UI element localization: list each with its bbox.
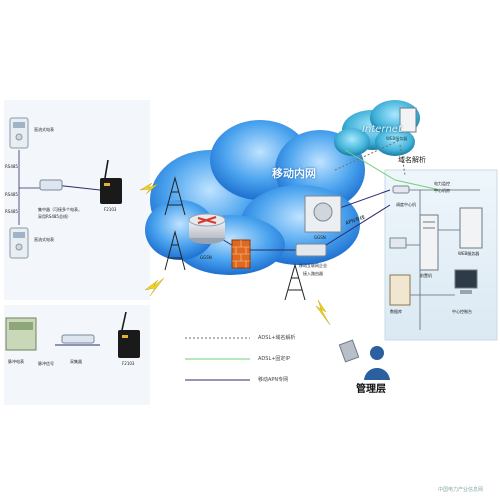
access-label-2: 接入路由器	[303, 271, 323, 276]
fixed-ip-links	[344, 149, 441, 191]
rs485-label-2: RS485	[5, 192, 18, 197]
legend-text-apn: 移动APN专网	[258, 377, 289, 383]
rack-server-icon	[419, 214, 439, 271]
cloud-label: 移动内网	[272, 167, 316, 180]
firewall-icon	[231, 239, 251, 269]
meter-top	[9, 117, 29, 149]
legend-text-domain: ADSL+域名解析	[258, 335, 296, 341]
manager-icon	[338, 339, 390, 380]
legend-text-fixed-ip: ADSL+固定IP	[258, 356, 290, 362]
router-icon	[188, 213, 226, 244]
monitor-center-label-1: 电力监控	[434, 181, 450, 186]
internet-server-icon	[399, 107, 417, 133]
concentrator-icon	[39, 179, 63, 191]
collector-label: 采集器	[70, 359, 82, 364]
console-label: 中心控制台	[452, 309, 472, 314]
pulse-out-label: 脉冲信号	[38, 361, 54, 366]
router-small-icon	[392, 185, 410, 194]
concentrator-label-1: 集中器（可接多个电表，	[38, 207, 82, 212]
concentrator-label-2: 采用RS485总线）	[38, 214, 71, 219]
ggsn-label-server: GGSN	[314, 235, 326, 240]
database-label: 数据库	[390, 309, 402, 314]
rs485-label-3: RS485	[5, 209, 18, 214]
watermark-text: 中国电力产业信息网	[438, 487, 484, 493]
printer-icon	[389, 237, 407, 249]
pulse-meter-icon	[5, 317, 37, 351]
domain-parse-label: 域名解析	[398, 156, 426, 164]
database-icon	[389, 274, 411, 306]
access-router-icon	[295, 243, 327, 257]
web-server-label: WEB服务器	[458, 251, 480, 256]
domain-links	[334, 139, 406, 176]
dispatch-label: 调度中心机	[396, 202, 416, 207]
pulse-meter-label: 脉冲电表	[8, 359, 24, 364]
dtu-top-label: F2103	[104, 207, 117, 212]
server-room-panel	[384, 169, 498, 341]
web-server-icon	[459, 207, 483, 249]
dtu-top-icon	[100, 159, 122, 204]
meter-top-label: 直流式电表	[34, 127, 54, 132]
dtu-bottom-icon	[118, 311, 140, 358]
rs485-links	[18, 150, 40, 225]
console-icon	[454, 269, 478, 294]
internet-cloud	[334, 100, 420, 156]
legend	[185, 337, 250, 381]
access-label-1: 移动互联网企业	[299, 263, 327, 268]
rack-label: 前置机	[420, 273, 432, 278]
dtu-bottom-label: F2103	[122, 361, 135, 366]
rs485-label-1: RS485	[5, 164, 18, 169]
lightning-icon	[139, 182, 331, 326]
tower-icon	[164, 176, 306, 301]
meter-bottom	[9, 227, 29, 259]
ggsn-label-router: GGSN	[200, 255, 212, 260]
ggsn-server-icon	[304, 195, 342, 233]
meter-bottom-label: 直流式电表	[34, 237, 54, 242]
collector-icon	[61, 334, 95, 344]
internet-sub-label: WEB服务器	[386, 136, 408, 141]
manager-label: 管理层	[356, 384, 386, 395]
internet-label: Internet	[362, 124, 402, 135]
monitor-center-label-2: 中心机房	[434, 188, 450, 193]
